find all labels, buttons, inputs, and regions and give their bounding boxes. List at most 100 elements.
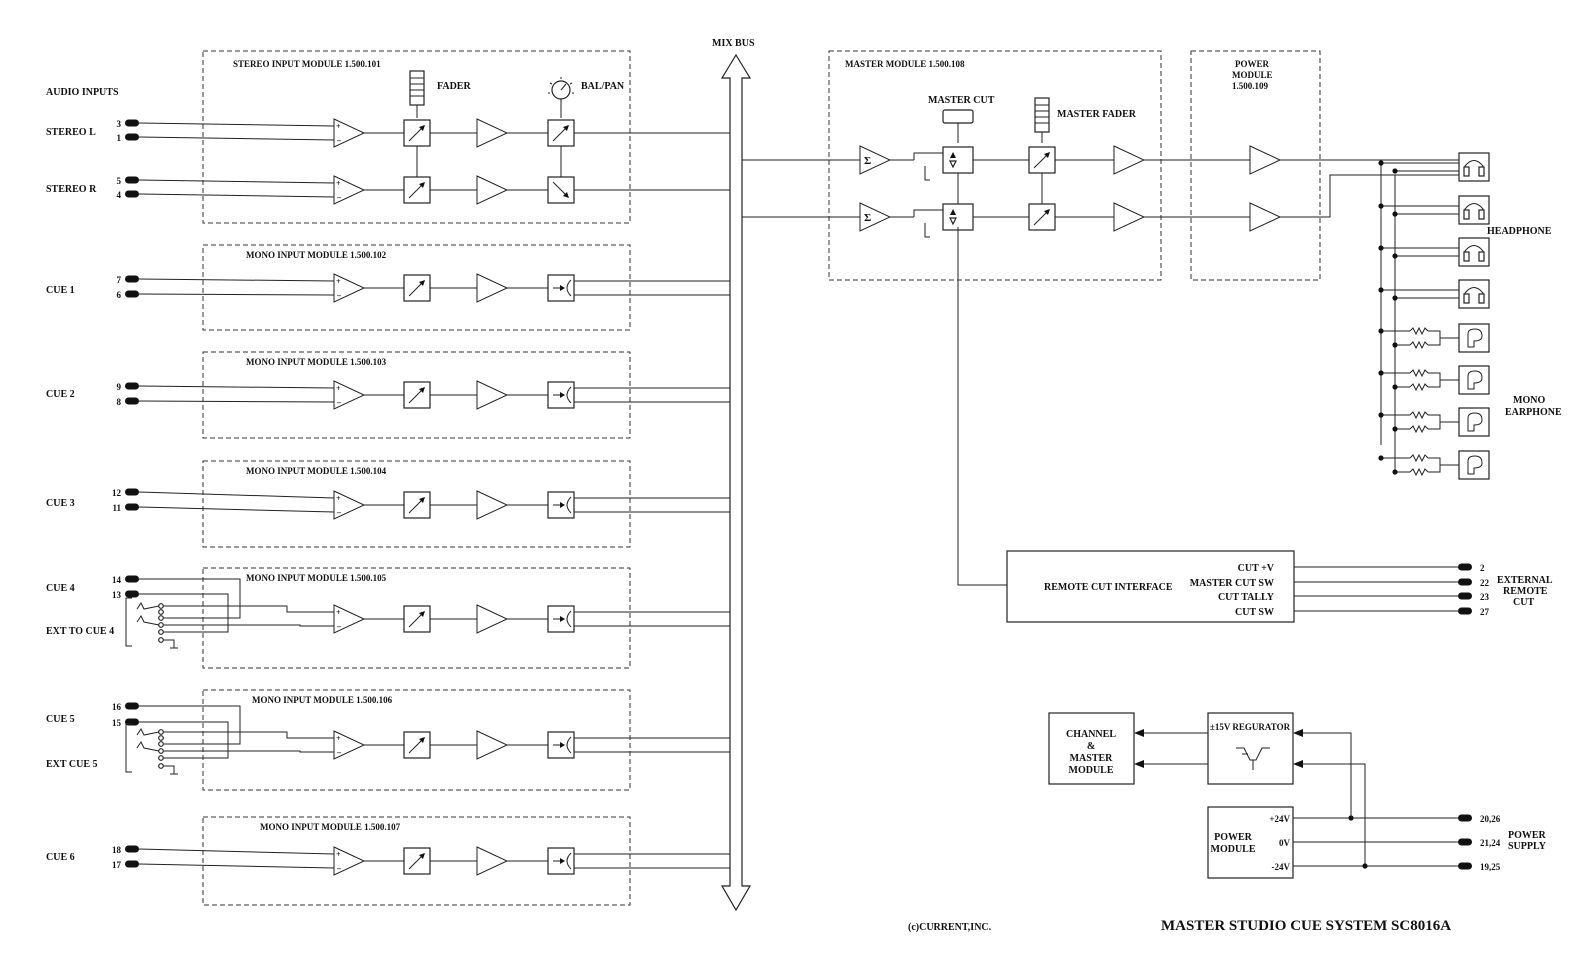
resistor-symbol xyxy=(1409,382,1429,392)
earphone-circuit xyxy=(1378,323,1490,353)
earphone-circuit xyxy=(1378,450,1490,480)
buffer-amplifier xyxy=(476,604,509,634)
earphone-icon xyxy=(1467,370,1483,390)
plus-sign: + xyxy=(336,277,341,286)
pin-connector xyxy=(125,575,139,583)
pin-connector xyxy=(125,860,139,868)
remote-signal-label: CUT SW xyxy=(1235,607,1274,618)
fader-block xyxy=(403,119,431,147)
plus-sign: + xyxy=(336,608,341,617)
power-supply-label-1: POWER xyxy=(1508,830,1547,841)
power-amplifier xyxy=(1249,202,1282,232)
stereo-signal-chain: +–+– xyxy=(333,118,730,205)
switch-box xyxy=(547,605,575,633)
headphone-cup xyxy=(1463,166,1470,177)
channel-master-box xyxy=(1048,712,1135,785)
switch-arrow xyxy=(560,616,565,622)
buffer-amplifier xyxy=(476,730,509,760)
arrow-head xyxy=(419,182,425,188)
minus-sign: – xyxy=(336,193,342,202)
switch-arc xyxy=(566,852,572,870)
resistor-symbol xyxy=(1409,340,1429,350)
output-group xyxy=(1280,152,1490,480)
fader-block xyxy=(403,731,431,759)
master-fader-block xyxy=(1028,203,1056,231)
amplifier-triangle xyxy=(333,846,366,876)
copyright: (c)CURRENT,INC. xyxy=(908,922,992,933)
wire xyxy=(139,721,229,759)
cue-switch xyxy=(547,605,575,633)
ext-cue5-label: EXT CUE 5 xyxy=(46,759,98,770)
jack-spring xyxy=(136,615,160,626)
rail-pin-number: 19,25 xyxy=(1480,862,1501,872)
arrow-head xyxy=(419,125,425,131)
ext-cue4-label: EXT TO CUE 4 xyxy=(46,626,114,637)
junction-dot xyxy=(1392,253,1398,259)
wire xyxy=(924,223,930,238)
master-fader-icon xyxy=(1034,97,1050,133)
amplifier-triangle xyxy=(476,604,509,634)
pin-number: 12 xyxy=(112,488,122,498)
fader-block xyxy=(403,381,431,409)
headphone-band xyxy=(1464,203,1484,217)
mix-bus-label: MIX BUS xyxy=(712,38,755,49)
wire xyxy=(138,863,335,869)
earphone-icon xyxy=(1467,328,1483,348)
cue-switch xyxy=(547,847,575,875)
amplifier-triangle xyxy=(476,175,509,205)
earphone-circuit xyxy=(1378,365,1490,395)
wire xyxy=(1280,174,1459,218)
input-amplifier: +– xyxy=(333,175,366,205)
balpan-block xyxy=(547,176,575,204)
remote-signal-label: CUT +V xyxy=(1238,563,1275,574)
wire xyxy=(138,491,335,499)
mono-earphone-label-1: MONO xyxy=(1513,395,1545,406)
channel-line-4: MODULE xyxy=(1069,765,1114,776)
resistor-symbol xyxy=(1409,368,1429,378)
mix-bus-arrow xyxy=(720,53,752,912)
remote-signal-label: CUT TALLY xyxy=(1218,592,1275,603)
relay-arrow xyxy=(949,217,957,226)
rail-label: +24V xyxy=(1269,814,1290,824)
amplifier-triangle xyxy=(859,202,892,232)
pin-number: 4 xyxy=(117,190,122,200)
headphone-cup xyxy=(1463,293,1470,304)
input-label: CUE 1 xyxy=(46,285,75,296)
fader-block xyxy=(403,491,431,519)
wire xyxy=(164,605,334,613)
input-label: CUE 4 xyxy=(46,583,75,594)
relay-arrow xyxy=(950,209,956,215)
jack-contact xyxy=(158,735,164,741)
jack-contact xyxy=(158,729,164,735)
jack-contact xyxy=(158,609,164,615)
wire xyxy=(913,152,943,160)
wire xyxy=(138,400,335,403)
mono-module-title: MONO INPUT MODULE 1.500.106 xyxy=(252,695,393,705)
arrow-head xyxy=(419,497,425,503)
arrow-head xyxy=(419,387,425,393)
plus-sign: + xyxy=(336,850,341,859)
wire xyxy=(138,506,335,513)
master-module: MASTER MODULE 1.500.108 MASTER CUT MASTE… xyxy=(828,50,1162,281)
buffer-amplifier xyxy=(476,846,509,876)
minus-sign: – xyxy=(336,622,342,631)
plus-sign: + xyxy=(336,122,341,131)
sigma-symbol: Σ xyxy=(864,155,871,167)
jack-body xyxy=(125,597,132,647)
output-amplifier xyxy=(1113,202,1146,232)
amplifier-triangle xyxy=(476,118,509,148)
pin-number: 14 xyxy=(112,575,122,585)
switch-arrow xyxy=(560,502,565,508)
remote-pin-number: 2 xyxy=(1480,563,1485,573)
input-label: CUE 5 xyxy=(46,714,75,725)
pin-number: 7 xyxy=(117,275,122,285)
earphone-circuit xyxy=(1378,407,1490,437)
wire xyxy=(139,578,241,619)
rail-pin-number: 20,26 xyxy=(1480,814,1501,824)
jack-contact xyxy=(158,741,164,747)
headphone-icon xyxy=(1458,152,1490,182)
cue-switch xyxy=(547,491,575,519)
jack-icon xyxy=(125,723,178,775)
